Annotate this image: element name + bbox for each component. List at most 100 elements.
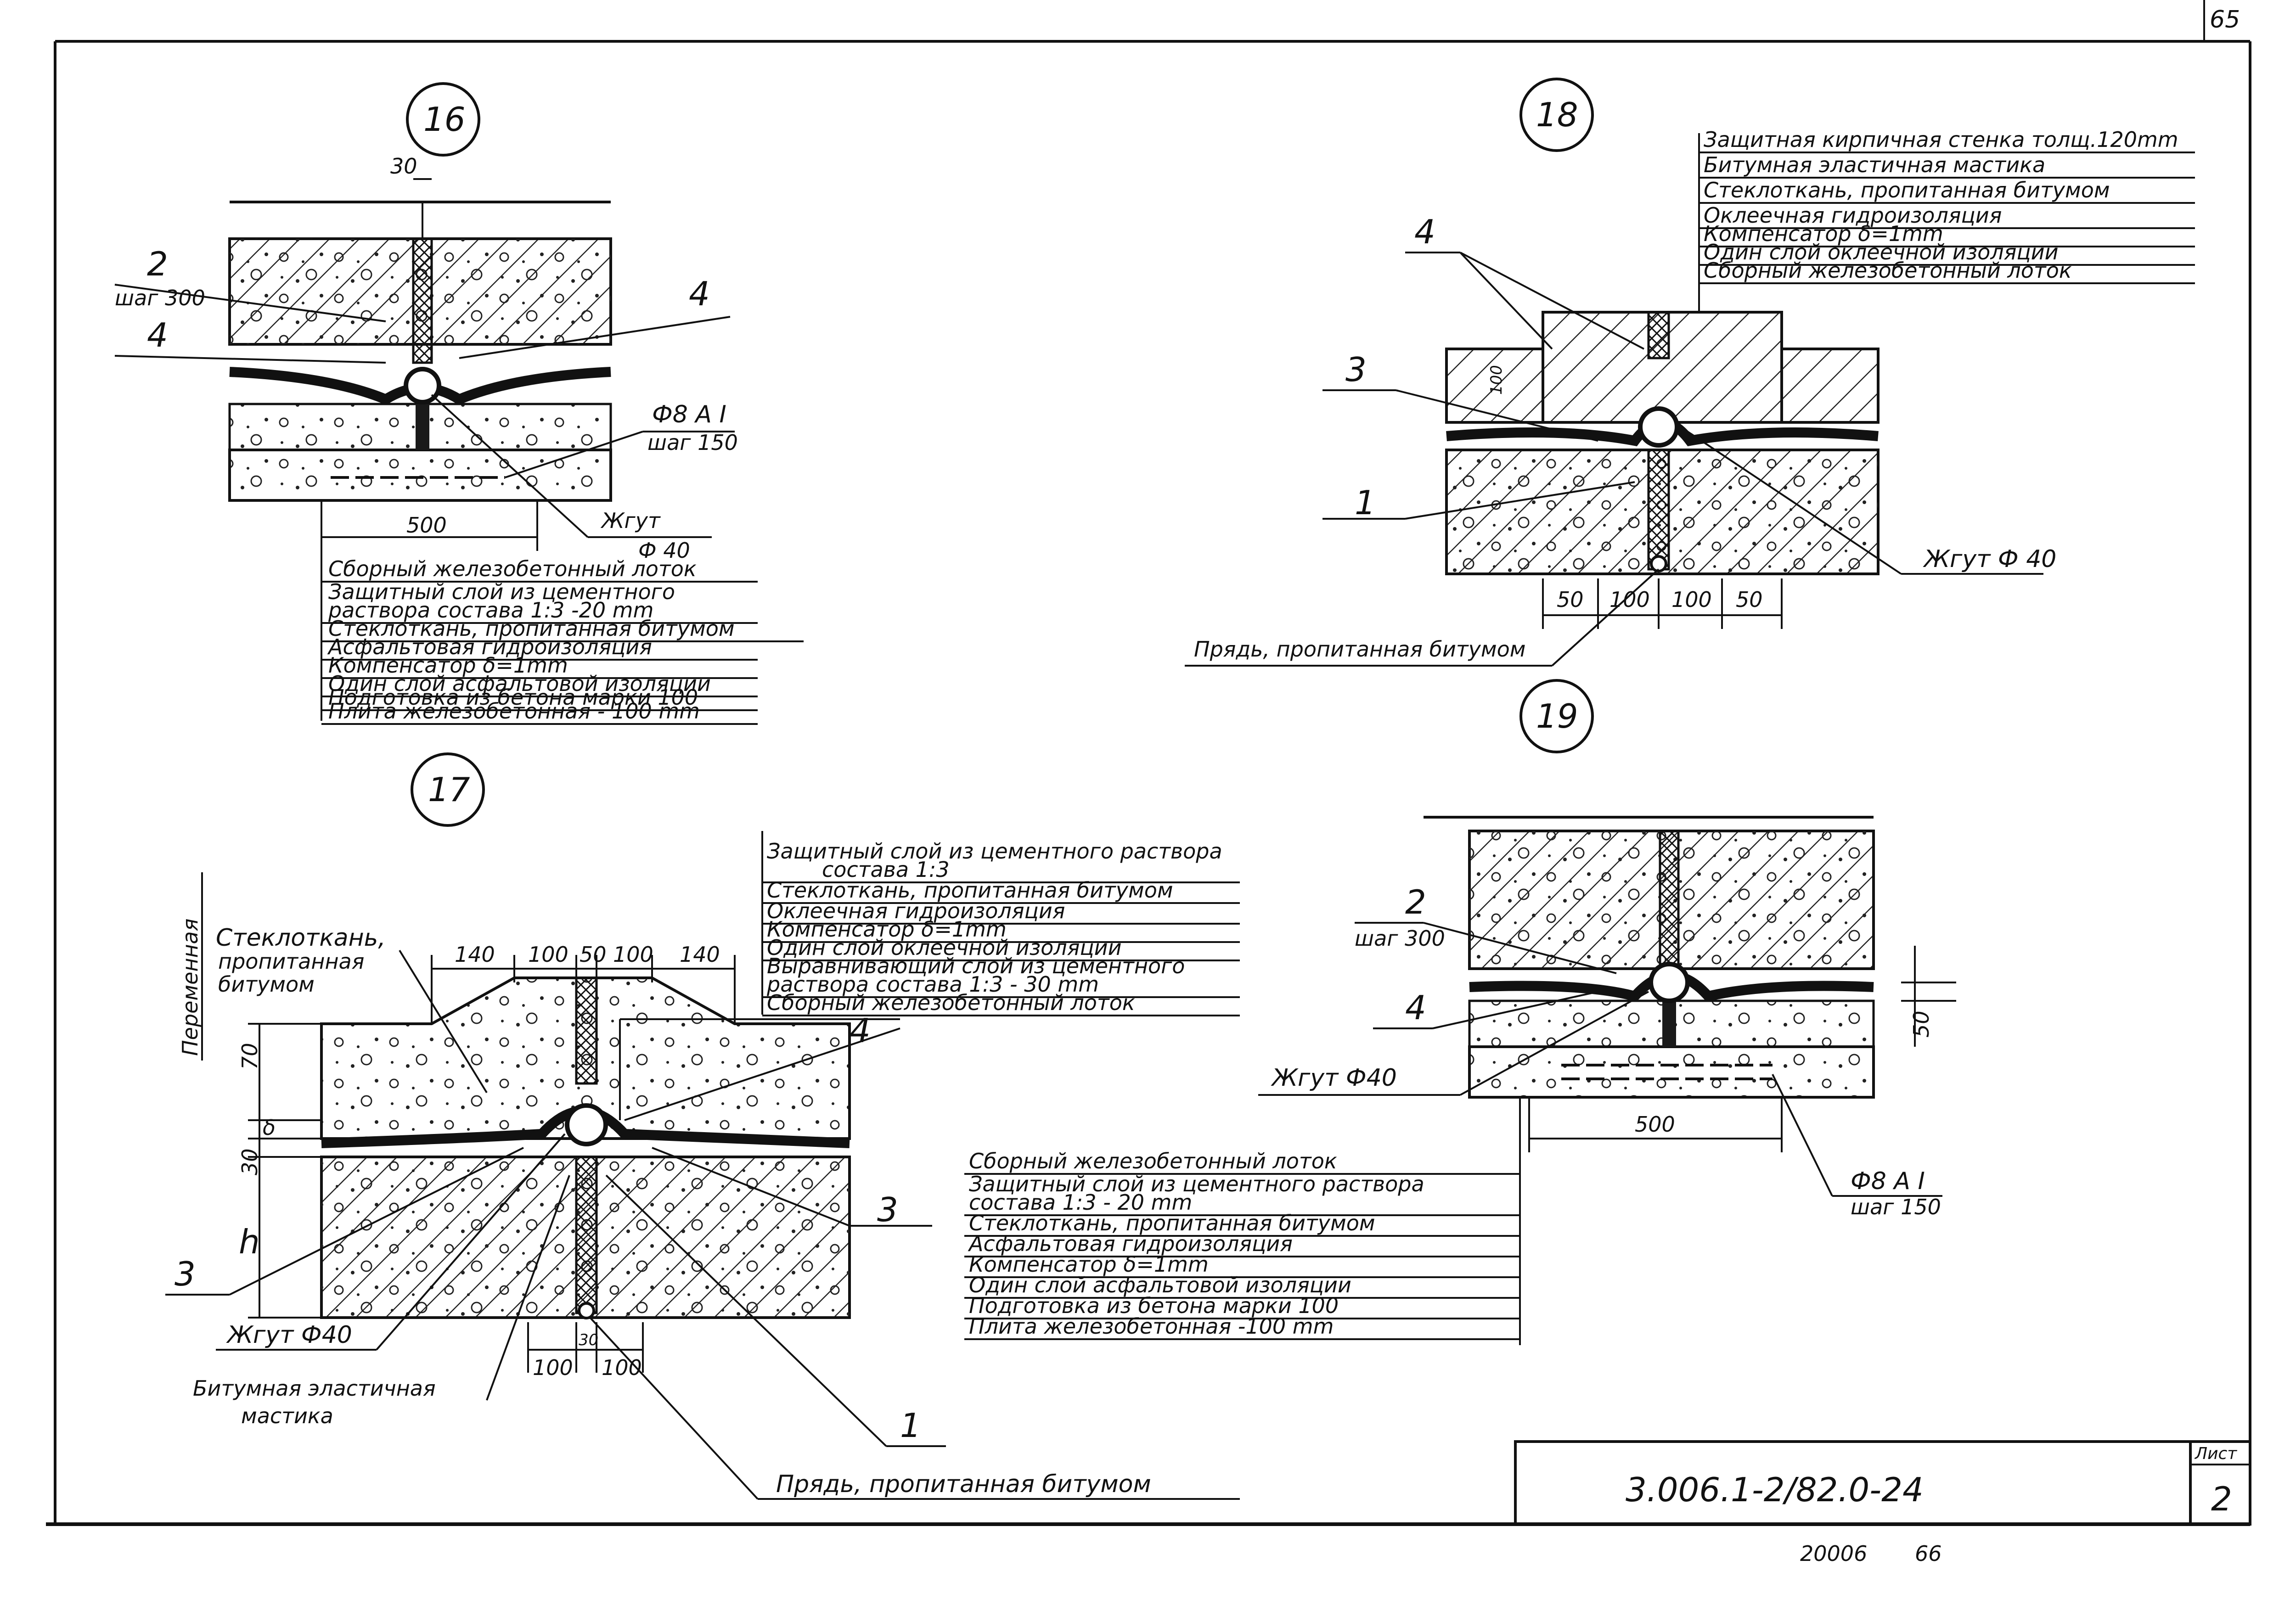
- d18-strand: [1650, 555, 1667, 572]
- d18-side-wall-right: [1780, 348, 1880, 424]
- d17-glass-label: битумом: [218, 972, 315, 997]
- d17-top-dim: 100: [528, 942, 568, 967]
- d16-rebar: Ф8 А I: [652, 401, 726, 428]
- d17-dim-70: 70: [237, 1043, 262, 1070]
- d19-cord-label: Жгут Ф40: [1271, 1064, 1397, 1092]
- d18-layer: Защитная кирпичная стенка толщ.120mm: [1704, 127, 2178, 152]
- stamp-label: Лист: [2194, 1444, 2237, 1463]
- d17-left-dims: 70 30 δ h: [237, 1023, 321, 1319]
- d18-callout-3: 3: [1345, 350, 1367, 389]
- d17-top-dim: 140: [680, 942, 720, 967]
- d18-dim-chain: 50 100 100 50: [1542, 578, 1783, 629]
- detail-16-number: 16: [423, 100, 466, 139]
- d19-layer: Асфальтовая гидроизоляция: [968, 1231, 1293, 1256]
- d17-bottom-dim-mid: 30: [579, 1331, 598, 1349]
- d17-top-dim: 50: [580, 942, 607, 967]
- d19-layer: Защитный слой из цементного раствора: [969, 1172, 1424, 1196]
- d18-callout-1: 1: [1355, 483, 1376, 522]
- d17-joint-filler: [575, 1156, 598, 1314]
- d17-layer: Выравнивающий слой из цементного: [767, 954, 1185, 978]
- d17-mastic-label: мастика: [241, 1403, 333, 1428]
- d17-joint-filler-top: [575, 976, 598, 1085]
- d19-layer: Плита железобетонная -100 mm: [969, 1314, 1334, 1339]
- d18-layer: Битумная эластичная мастика: [1704, 152, 2045, 177]
- d19-joint-core: [1662, 1001, 1676, 1047]
- d19-rebar-step: шаг 150: [1851, 1195, 1941, 1219]
- d16-layer-legend: Сборный железобетонный лоток Защитный сл…: [321, 551, 804, 725]
- detail-19-number: 19: [1536, 697, 1578, 735]
- d18-dim: 50: [1557, 587, 1584, 612]
- d19-layer: Подготовка из бетона марки 100: [969, 1293, 1339, 1318]
- d18-layer: Оклеечная гидроизоляция: [1704, 203, 2002, 228]
- d18-dim: 100: [1671, 587, 1712, 612]
- d17-cord: [565, 1103, 608, 1146]
- d17-cord-label: Жгут Ф40: [226, 1321, 352, 1349]
- d18-callout-4: 4: [1414, 213, 1435, 251]
- d17-top-dims: 140 100 50 100 140: [431, 942, 736, 1024]
- d16-callout-4-left: 4: [147, 316, 168, 354]
- sheet-number: 2: [2211, 1480, 2232, 1518]
- d19-cord: [1649, 962, 1690, 1003]
- d16-layer: Стеклоткань, пропитанная битумом: [328, 616, 735, 641]
- d18-layer: Компенсатор δ=1mm: [1704, 221, 1943, 246]
- d18-layer-legend: Защитная кирпичная стенка толщ.120mm Бит…: [1698, 127, 2195, 312]
- d18-layer: Сборный железобетонный лоток: [1704, 258, 2072, 283]
- corner-number: 65: [2210, 6, 2240, 34]
- d16-joint-filler: [412, 237, 433, 364]
- d17-dim-delta: δ: [263, 1115, 276, 1140]
- d18-layer: Один слой оклеечной изоляции: [1704, 240, 2058, 264]
- d19-base-slab: [1468, 1045, 1875, 1099]
- d16-cord-dia: Ф 40: [638, 538, 690, 563]
- d19-layer: Компенсатор δ=1mm: [969, 1252, 1209, 1277]
- d17-mastic-label: Битумная эластичная: [193, 1376, 436, 1401]
- d19-joint-filler: [1659, 830, 1680, 988]
- detail-17-number: 17: [428, 770, 470, 809]
- d18-cord-label: Жгут Ф 40: [1923, 545, 2056, 573]
- d17-glass-label: Стеклоткань,: [216, 924, 386, 952]
- title-block: Лист 3.006.1-2/82.0-24 2 20006 66: [1514, 1440, 2251, 1566]
- detail-17: 17 Переменная Стеклоткань, пропитанная б…: [165, 752, 1240, 1500]
- d16-layer: Компенсатор δ=1mm: [328, 653, 568, 678]
- d19-layer: Один слой асфальтовой изоляции: [969, 1273, 1351, 1297]
- detail-18: 18 100 4 3 1 Жгут Ф 40: [1185, 78, 2195, 667]
- d16-layer: Подготовка из бетона марки 100: [328, 685, 698, 710]
- d16-rebar-step: шаг 150: [647, 430, 738, 455]
- d18-small-dim: 100: [1487, 365, 1506, 395]
- d17-callout-3-left: 3: [174, 1255, 196, 1293]
- d16-base-slab: [228, 449, 612, 502]
- detail-16: 16 30 500 2 шаг 300 4 4 Ф8 А I шаг 150 Ж…: [114, 82, 804, 725]
- d17-bottom-dim-left: 100: [533, 1355, 573, 1380]
- d16-layer: Сборный железобетонный лоток: [328, 556, 697, 581]
- d17-top-dim: 140: [455, 942, 495, 967]
- d19-dim-50: 50: [1909, 1010, 1934, 1038]
- d17-strand: [578, 1302, 595, 1319]
- d17-callout-1: 1: [900, 1406, 921, 1445]
- d19-dim-bottom: 500: [1635, 1112, 1675, 1137]
- d19-callout-2-step: шаг 300: [1355, 926, 1445, 951]
- d17-callout-3-right: 3: [877, 1190, 898, 1229]
- d16-cord-label: Жгут: [600, 508, 661, 533]
- d18-layer: Стеклоткань, пропитанная битумом: [1704, 178, 2110, 202]
- d18-strand-label: Прядь, пропитанная битумом: [1194, 637, 1525, 662]
- d16-layer: Плита железобетонная - 100 mm: [328, 699, 700, 724]
- d17-layer: Стеклоткань, пропитанная битумом: [767, 878, 1173, 903]
- d18-dim: 50: [1736, 587, 1763, 612]
- footer-order-number: 20006: [1800, 1541, 1867, 1566]
- d16-cord: [404, 367, 441, 404]
- d18-side-wall-left: [1445, 348, 1544, 424]
- d19-rebar: Ф8 А I: [1851, 1167, 1925, 1195]
- d16-layer: Асфальтовая гидроизоляция: [327, 634, 652, 659]
- d17-layer: Оклеечная гидроизоляция: [767, 898, 1065, 923]
- d16-layer: раствора состава 1:3 -20 mm: [328, 598, 653, 623]
- d18-joint-filler: [1647, 449, 1670, 571]
- d19-layer: состава 1:3 - 20 mm: [969, 1190, 1192, 1215]
- d16-dim-bottom: 500: [406, 513, 447, 538]
- d17-layer: Компенсатор δ=1mm: [767, 917, 1007, 942]
- d16-joint-core: [416, 404, 429, 450]
- d17-bottom-dims: 100 30 100: [527, 1322, 644, 1380]
- d17-layer: состава 1:3: [822, 857, 950, 882]
- d19-layer: Сборный железобетонный лоток: [969, 1149, 1337, 1173]
- detail-19: 19 2 шаг 300 4 Жгут Ф40 50 500 Ф8 А I: [964, 679, 1956, 1345]
- d16-callout-4-right: 4: [689, 275, 710, 313]
